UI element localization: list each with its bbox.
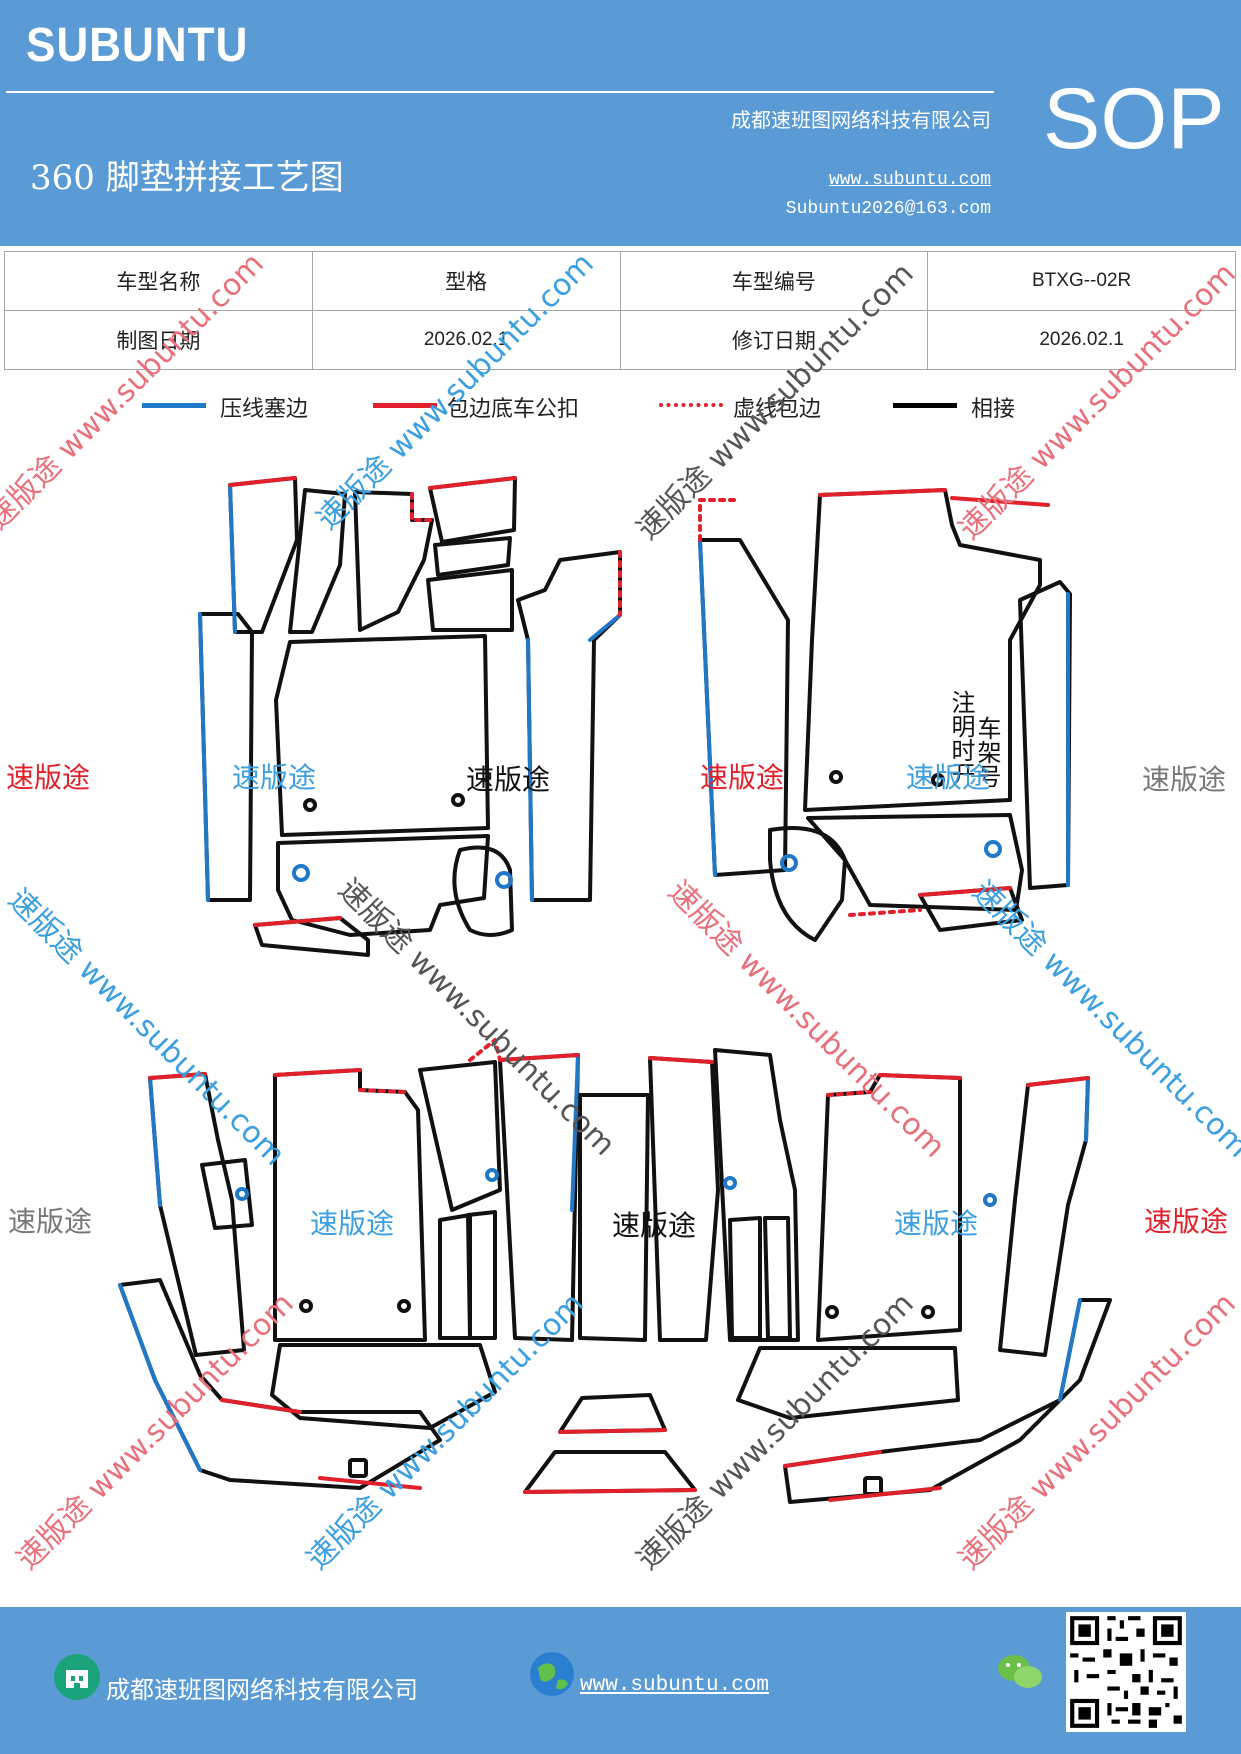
mat-piece: [516, 550, 622, 902]
mat-piece: [783, 1298, 1112, 1504]
watermark-label: 速版途: [1142, 763, 1227, 796]
mat-hole: [299, 1299, 313, 1313]
mat-piece: [353, 490, 434, 632]
table-cell: BTXG--02R: [927, 251, 1236, 311]
mat-piece: [768, 826, 847, 942]
page-title: 360 脚垫拼接工艺图: [30, 158, 344, 198]
footer-url-link[interactable]: www.subuntu.com: [580, 1674, 770, 1697]
mat-hole: [397, 1299, 411, 1313]
legend-label: 压线塞边: [220, 397, 309, 422]
mat-piece: [713, 1048, 800, 1342]
legend-swatch: [659, 403, 723, 407]
note-text: 注明时开: [947, 690, 975, 786]
watermark-label: 速版途: [310, 1207, 395, 1240]
mat-hole: [931, 773, 945, 787]
mat-piece: [803, 488, 1042, 812]
mat-piece: [274, 634, 490, 837]
mat-hole: [451, 793, 465, 807]
watermark-label: 速版途: [466, 763, 551, 796]
header-email: Subuntu2026@163.com: [785, 199, 991, 219]
brand-logo: SUBUNTU: [26, 19, 249, 72]
mat-piece: [452, 845, 514, 937]
mat-piece: [998, 1076, 1090, 1357]
page-header: [0, 0, 1241, 246]
mat-piece: [728, 1216, 762, 1340]
legend-swatch: [142, 403, 206, 408]
mat-piece: [288, 488, 347, 634]
mat-piece: [736, 1346, 960, 1420]
mat-hole: [863, 1476, 883, 1496]
table-cell: 制图日期: [4, 310, 313, 370]
sop-badge: SOP: [1043, 71, 1225, 167]
mat-piece: [558, 1393, 667, 1434]
info-table: 车型名称 型格 车型编号 BTXG--02R 制图日期 2026.02.1 修订…: [4, 251, 1236, 370]
mat-piece: [270, 1343, 497, 1430]
mat-piece: [426, 568, 514, 632]
mat-piece: [228, 476, 299, 634]
mat-piece: [466, 1210, 497, 1340]
note-text: 车架号: [973, 716, 1001, 788]
header-url-link[interactable]: www.subuntu.com: [828, 170, 991, 190]
header-company: 成都速班图网络科技有限公司: [731, 108, 991, 132]
table-row: 制图日期 2026.02.1 修订日期 2026.02.1: [4, 310, 1236, 370]
watermark-label: 速版途: [232, 761, 317, 794]
watermark-label: 速版途: [700, 761, 785, 794]
mat-piece: [276, 834, 490, 937]
legend-swatch: [373, 403, 437, 408]
footer-company: 成都速班图网络科技有限公司: [106, 1676, 418, 1704]
mat-hole: [829, 770, 843, 784]
mat-hole: [303, 798, 317, 812]
mat-hole: [825, 1305, 839, 1319]
table-cell: 2026.02.1: [927, 310, 1236, 370]
table-cell: 型格: [311, 251, 621, 311]
table-cell: 2026.02.1: [311, 310, 621, 370]
mat-piece: [1018, 580, 1072, 890]
table-cell: 车型名称: [4, 251, 313, 311]
mat-hole: [921, 1305, 935, 1319]
watermark-label: 速版途: [8, 1205, 93, 1238]
watermark-label: 速版途: [906, 761, 991, 794]
mat-piece: [578, 1093, 650, 1342]
mat-piece: [438, 1213, 472, 1340]
legend-swatch: [893, 403, 957, 408]
globe-icon: [530, 1652, 574, 1696]
table-cell: 修订日期: [619, 310, 929, 370]
qr-code: [1066, 1612, 1186, 1732]
legend-label: 包边底车公扣: [447, 397, 580, 422]
table-cell: 车型编号: [619, 251, 929, 311]
watermark-label: 速版途: [894, 1207, 979, 1240]
building-icon: [54, 1654, 100, 1700]
table-row: 车型名称 型格 车型编号 BTXG--02R: [4, 251, 1236, 311]
mat-piece: [648, 1056, 720, 1342]
mat-piece: [200, 1158, 254, 1230]
mat-piece: [433, 536, 512, 577]
mat-hole: [348, 1458, 368, 1478]
legend-label: 虚线包边: [733, 397, 822, 422]
mat-piece: [763, 1216, 792, 1340]
mat-piece: [148, 1072, 246, 1357]
mat-piece: [418, 1060, 502, 1212]
watermark-label: 速版途: [1144, 1205, 1229, 1238]
wechat-icon: [998, 1655, 1042, 1688]
mat-piece: [273, 1068, 427, 1342]
watermark-label: 速版途: [612, 1209, 697, 1242]
watermark-label: 速版途: [6, 761, 91, 794]
legend-label: 相接: [971, 397, 1016, 422]
mat-piece: [523, 1450, 697, 1494]
header-divider: [6, 91, 994, 93]
